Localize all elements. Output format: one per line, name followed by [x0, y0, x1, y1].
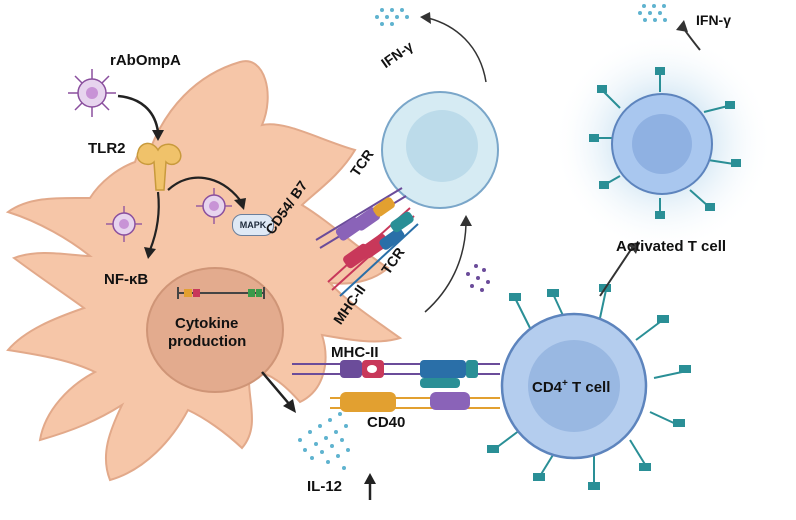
label-activated-tcell: Activated T cell: [616, 238, 727, 255]
il12-dots: [298, 412, 350, 470]
cd4-tcell: [487, 284, 691, 490]
label-mhcii: MHC-II: [331, 344, 379, 361]
label-tlr2: TLR2: [88, 140, 126, 157]
activated-tcell: [589, 67, 741, 219]
label-production: production: [168, 333, 247, 350]
label-cd4-tcell: CD4+ T cell: [532, 378, 611, 396]
dna-segment-icon: [177, 287, 265, 299]
label-rabompa: rAbOmpA: [110, 52, 181, 69]
internal-particle-icon: [196, 188, 232, 224]
synapse-lower: [292, 360, 500, 412]
receptor-blocks-upper: [335, 197, 414, 269]
ifn-dots-left: [375, 8, 409, 26]
label-nfkb: NF-κB: [104, 271, 149, 288]
nucleus: [146, 267, 284, 393]
cytokine-dots-purple: [466, 264, 490, 292]
label-il12: IL-12: [307, 478, 343, 495]
label-ifn-right: IFN-γ: [696, 12, 731, 28]
ifn-dots-right: [638, 4, 667, 22]
tlr2-receptor-icon: [136, 142, 182, 191]
label-cd40: CD40: [367, 414, 406, 431]
internal-particle-icon: [106, 206, 142, 242]
label-cytokine: Cytokine: [175, 315, 239, 332]
rabompa-particle-icon: [68, 69, 116, 117]
mapk-badge: MAPK: [232, 214, 274, 236]
